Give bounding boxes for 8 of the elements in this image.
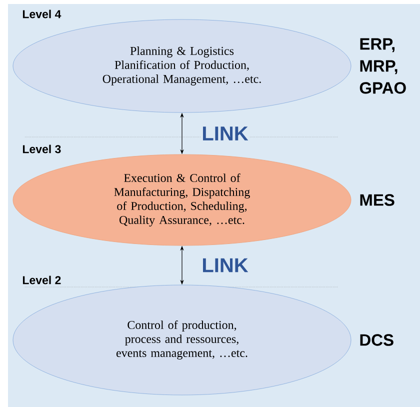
edge-label: LINK — [203, 126, 248, 140]
edge-label: LINK — [203, 258, 248, 272]
system-label: DCS — [360, 334, 394, 346]
system-label: ERP, MRP, GPAO — [360, 38, 406, 94]
level-heading: Level 3 — [22, 144, 61, 154]
level-heading: Level 4 — [22, 10, 62, 18]
system-label: MES — [360, 194, 394, 206]
level-heading: Level 2 — [22, 276, 61, 284]
